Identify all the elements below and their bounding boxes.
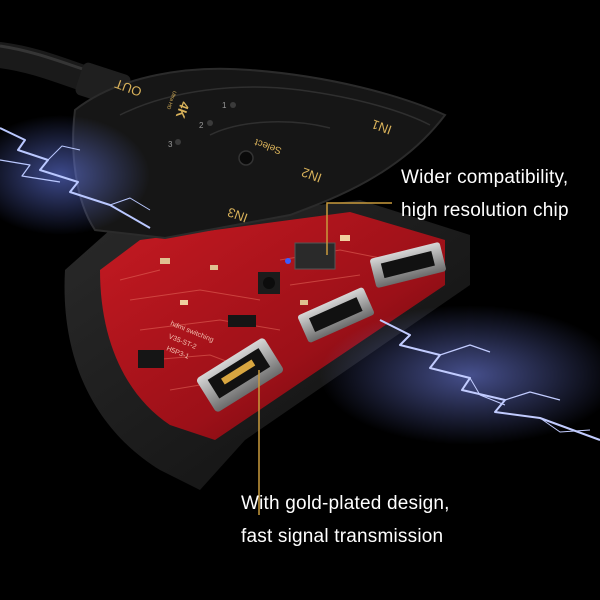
led-indicator-3 xyxy=(175,139,181,145)
callout-top-line1: Wider compatibility, xyxy=(401,167,569,188)
led-number-3: 3 xyxy=(168,140,173,149)
label-in2: IN2 xyxy=(300,165,324,186)
lightning-bolt-right xyxy=(379,319,600,441)
led-number-2: 2 xyxy=(199,121,204,130)
callout-bottom-line1: With gold-plated design, xyxy=(241,493,450,514)
hdmi-port-in3 xyxy=(196,338,284,412)
hdmi-port-in2 xyxy=(297,287,375,343)
lightning-bolt-left xyxy=(0,127,151,229)
led-indicator-1 xyxy=(230,102,236,108)
callout-bottom-line2: fast signal transmission xyxy=(241,526,444,547)
hdmi-port-in1 xyxy=(370,242,446,288)
pcb-components xyxy=(138,235,350,368)
callout-top-line2: high resolution chip xyxy=(401,200,569,221)
callout-line-top xyxy=(326,202,392,255)
lightning-glow-left xyxy=(0,115,150,235)
led-number-1: 1 xyxy=(222,101,227,110)
label-in1: IN1 xyxy=(370,117,394,138)
badge-4k: 4K xyxy=(173,100,193,121)
label-in3: IN3 xyxy=(226,205,250,226)
circuit-board xyxy=(100,212,445,440)
led-indicator-2 xyxy=(207,120,213,126)
select-button[interactable] xyxy=(238,150,254,166)
